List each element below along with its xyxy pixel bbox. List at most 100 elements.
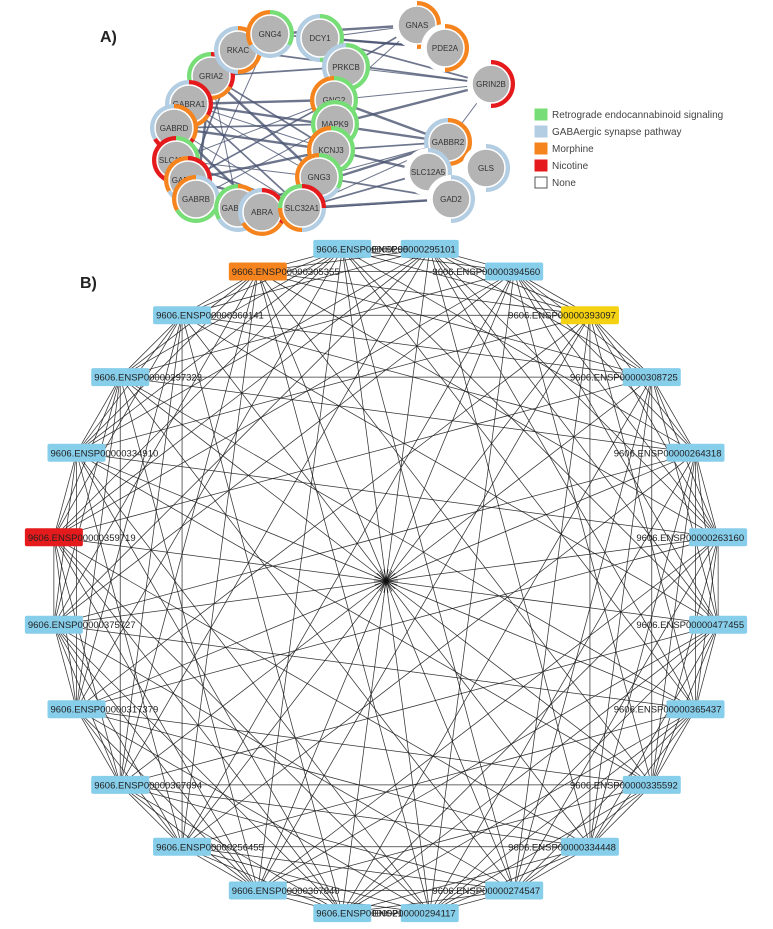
network-b-node-box [400,904,459,923]
network-b-edge [342,248,719,625]
network-b-edge [53,624,259,891]
network-b-edge [76,452,343,914]
network-b-edge [513,271,696,454]
network-b-edge [257,271,719,538]
center-spoke [385,580,398,586]
network-b-edge [119,314,183,378]
network-b-node-box [228,262,287,281]
network-b-edge [53,452,696,626]
network-a-node-ring [241,221,283,236]
network-b-edge [589,624,719,847]
network-b-center-hub [374,569,398,593]
network-b-node-box [560,306,619,325]
legend-label: None [552,178,576,189]
network-b-edge [257,784,652,891]
network-b-edge [76,708,591,848]
network-b-edge [429,248,696,710]
network-a-node-ring [444,24,469,72]
network-b-edge [53,536,591,848]
network-b-node-box [485,262,544,281]
network-b-node-box [153,837,212,856]
network-b-edges [53,248,719,914]
network-b-edge [76,709,121,786]
network-a-node-circle [176,179,216,219]
network-b-node-label: 9606.ENSP00000317379 [51,705,159,716]
network-b-edge [53,624,77,710]
network-b-node: 9606.ENSP00000274547 [432,881,544,900]
network-a-edge [334,82,492,126]
network-a-node-label: RKAC [227,46,249,55]
network-b-node-label: 9606.ENSP00000365437 [614,705,722,716]
network-b-edge [695,452,719,538]
network-b-node-label: 9606.ENSP00000295 [316,244,408,255]
network-a-node-ring [173,104,198,140]
network-b-edge [53,624,183,847]
network-a-node-ring [462,144,487,192]
network-a-node-ring [447,118,472,166]
network-a-node-ring [333,76,358,112]
center-spoke [385,580,389,593]
network-b-node: 9606.ENSP00000317379 [47,700,159,719]
network-b-node-box [47,700,106,719]
network-a-node-circle [250,14,290,54]
network-b-edge [651,709,696,786]
network-a-edge [187,99,335,181]
legend-label: GABAergic synapse pathway [552,127,682,138]
network-b-edge [76,248,343,710]
network-b-edge [53,271,515,538]
network-b-node-box [24,615,83,634]
network-a-node-ring [188,80,213,116]
network-b-edge [119,271,259,378]
center-spoke [385,580,396,589]
network-b-node: 9606.ENSP00000335592 [570,775,681,794]
network-b-node-box [560,837,619,856]
network-b-edge [513,537,719,891]
network-b-edge [76,452,431,914]
network-b-edge [120,624,719,786]
network-b-edge [341,376,653,914]
network-b-node: 9606.ENSP00000308725 [570,368,681,387]
network-b-edge [429,248,591,847]
legend-item: GABAergic synapse pathway [534,125,682,138]
network-b-node: 9606.ENSP00000295101 [348,239,459,258]
network-b-edge [589,784,653,848]
network-a-node-label: ABRA [251,208,273,217]
network-a-node-ring [404,148,429,196]
network-b-node-label: 9606.ENSP00000256455 [156,842,264,853]
network-a-node-label: GABBR2 [432,138,465,147]
network-a-node-ring [278,184,303,209]
network-b-edge [76,376,121,453]
network-b-edge [181,314,696,454]
network-a-node-ring [301,184,326,209]
network-b-edge [53,376,652,538]
legend-swatch [534,125,548,138]
network-a-node-label: MAPK9 [321,120,349,129]
network-b-node: 9606.ENSP00000367840 [228,881,340,900]
network-b-node-box [228,881,287,900]
network-b-edge [53,624,515,891]
network-b-edge [76,708,259,891]
network-a-node-ring [318,153,343,189]
network-b-node-box [91,368,150,387]
network-b-edge [53,624,343,914]
network-a-edge [173,123,336,129]
network-a-node-ring [172,175,197,211]
network-a-node-ring [345,43,370,91]
center-spoke [385,573,396,582]
legend-label: Nicotine [552,161,589,172]
network-b-node: 9606.ENSP00000297323 [91,368,202,387]
network-a-node-ring [214,26,239,74]
network-b-edge [342,708,696,914]
network-a-node-ring [296,14,321,62]
legend: Retrograde endocannabinoid signalingGABA… [534,108,723,189]
network-a-node-label: PRKCB [332,63,360,72]
network-a-node-ring [150,104,175,140]
network-b-edge [257,271,652,378]
network-b-node: 9606.ENSP00000263160 [636,528,748,547]
network-b-edge [429,248,719,538]
network-b-node-box [689,528,748,547]
network-a-node-ring [310,76,335,112]
legend-label: Morphine [552,144,594,155]
network-b-node: 9606.ENSP00000334910 [47,443,158,462]
network-b-edge [181,708,696,848]
